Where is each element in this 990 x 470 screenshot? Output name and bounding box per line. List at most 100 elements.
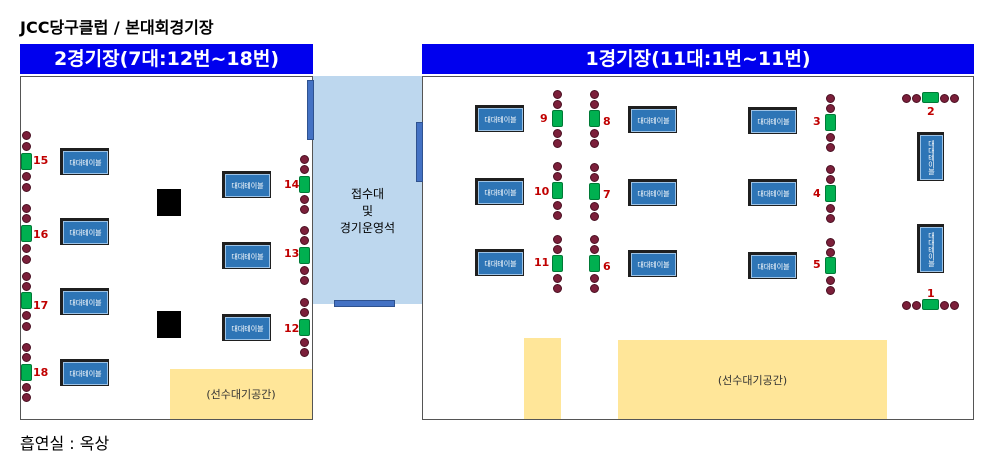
player-seat bbox=[300, 298, 309, 307]
player-seat bbox=[590, 202, 599, 211]
table-number-15: 15 bbox=[33, 154, 49, 167]
hall2-waiting-area: (선수대기공간) bbox=[170, 369, 312, 419]
table-number-13: 13 bbox=[284, 247, 300, 260]
table-label: 대대테이블 bbox=[920, 135, 943, 180]
player-seat bbox=[22, 172, 31, 181]
table-number-1: 1 bbox=[927, 287, 935, 300]
billiard-table-1: 대대테이블 bbox=[917, 224, 944, 273]
player-seat bbox=[22, 393, 31, 402]
scoreboard bbox=[299, 247, 310, 264]
player-seat bbox=[22, 322, 31, 331]
player-seat bbox=[912, 301, 921, 310]
player-seat bbox=[826, 143, 835, 152]
smoking-area-note: 흡연실 : 옥상 bbox=[20, 434, 110, 453]
player-seat bbox=[22, 272, 31, 281]
player-seat bbox=[300, 308, 309, 317]
player-seat bbox=[22, 142, 31, 151]
reception-door-left bbox=[307, 80, 314, 140]
player-seat bbox=[553, 162, 562, 171]
table-number-18: 18 bbox=[33, 366, 49, 379]
reception-label-line3: 경기운영석 bbox=[339, 221, 396, 235]
player-seat bbox=[590, 100, 599, 109]
scoreboard bbox=[922, 92, 939, 103]
player-seat bbox=[590, 173, 599, 182]
table-number-16: 16 bbox=[33, 228, 49, 241]
table-number-2: 2 bbox=[927, 105, 935, 118]
scoreboard bbox=[21, 364, 32, 381]
player-seat bbox=[300, 348, 309, 357]
player-seat bbox=[553, 139, 562, 148]
pillar bbox=[157, 311, 181, 338]
hall2-header: 2경기장(7대:12번~18번) bbox=[20, 44, 313, 74]
billiard-table-6: 대대테이블 bbox=[628, 250, 677, 277]
page-title: JCC당구클럽 / 본대회경기장 bbox=[20, 18, 214, 37]
billiard-table-16: 대대테이블 bbox=[60, 218, 109, 245]
player-seat bbox=[553, 284, 562, 293]
player-seat bbox=[553, 235, 562, 244]
player-seat bbox=[22, 244, 31, 253]
table-label: 대대테이블 bbox=[631, 182, 676, 205]
table-number-14: 14 bbox=[284, 178, 300, 191]
player-seat bbox=[826, 104, 835, 113]
table-label: 대대테이블 bbox=[478, 181, 523, 204]
reception-label-line2: 및 bbox=[361, 204, 374, 218]
table-label: 대대테이블 bbox=[225, 174, 270, 197]
scoreboard bbox=[922, 299, 939, 310]
table-number-5: 5 bbox=[813, 258, 821, 271]
player-seat bbox=[590, 245, 599, 254]
player-seat bbox=[300, 266, 309, 275]
billiard-table-4: 대대테이블 bbox=[748, 179, 797, 206]
billiard-table-15: 대대테이블 bbox=[60, 148, 109, 175]
table-label: 대대테이블 bbox=[225, 317, 270, 340]
table-label: 대대테이블 bbox=[63, 362, 108, 385]
table-label: 대대테이블 bbox=[751, 110, 796, 133]
table-label: 대대테이블 bbox=[631, 253, 676, 276]
player-seat bbox=[22, 282, 31, 291]
table-label: 대대테이블 bbox=[478, 108, 523, 131]
scoreboard bbox=[299, 176, 310, 193]
player-seat bbox=[553, 129, 562, 138]
billiard-table-9: 대대테이블 bbox=[475, 105, 524, 132]
player-seat bbox=[22, 311, 31, 320]
table-label: 대대테이블 bbox=[63, 221, 108, 244]
table-label: 대대테이블 bbox=[225, 245, 270, 268]
billiard-table-2: 대대테이블 bbox=[917, 132, 944, 181]
player-seat bbox=[826, 175, 835, 184]
player-seat bbox=[826, 248, 835, 257]
billiard-table-18: 대대테이블 bbox=[60, 359, 109, 386]
player-seat bbox=[590, 274, 599, 283]
table-number-11: 11 bbox=[534, 256, 550, 269]
reception-label: 접수대 및 경기운영석 bbox=[313, 186, 422, 237]
player-seat bbox=[590, 90, 599, 99]
billiard-table-10: 대대테이블 bbox=[475, 178, 524, 205]
scoreboard bbox=[825, 185, 836, 202]
billiard-table-13: 대대테이블 bbox=[222, 242, 271, 269]
table-number-17: 17 bbox=[33, 299, 49, 312]
player-seat bbox=[22, 214, 31, 223]
table-number-10: 10 bbox=[534, 185, 550, 198]
reception-door-right bbox=[416, 122, 423, 182]
scoreboard bbox=[552, 182, 563, 199]
scoreboard bbox=[825, 257, 836, 274]
table-number-7: 7 bbox=[603, 188, 611, 201]
billiard-table-7: 대대테이블 bbox=[628, 179, 677, 206]
table-number-9: 9 bbox=[540, 112, 548, 125]
player-seat bbox=[826, 204, 835, 213]
billiard-table-11: 대대테이블 bbox=[475, 249, 524, 276]
table-label: 대대테이블 bbox=[751, 255, 796, 278]
table-number-3: 3 bbox=[813, 115, 821, 128]
scoreboard bbox=[589, 183, 600, 200]
table-label: 대대테이블 bbox=[751, 182, 796, 205]
scoreboard bbox=[21, 225, 32, 242]
hall1-header: 1경기장(11대:1번~11번) bbox=[422, 44, 974, 74]
billiard-table-14: 대대테이블 bbox=[222, 171, 271, 198]
player-seat bbox=[22, 343, 31, 352]
hall1-waiting-strip bbox=[524, 338, 561, 419]
table-label: 대대테이블 bbox=[63, 151, 108, 174]
player-seat bbox=[902, 301, 911, 310]
player-seat bbox=[950, 94, 959, 103]
pillar bbox=[157, 189, 181, 216]
player-seat bbox=[950, 301, 959, 310]
billiard-table-12: 대대테이블 bbox=[222, 314, 271, 341]
player-seat bbox=[590, 129, 599, 138]
